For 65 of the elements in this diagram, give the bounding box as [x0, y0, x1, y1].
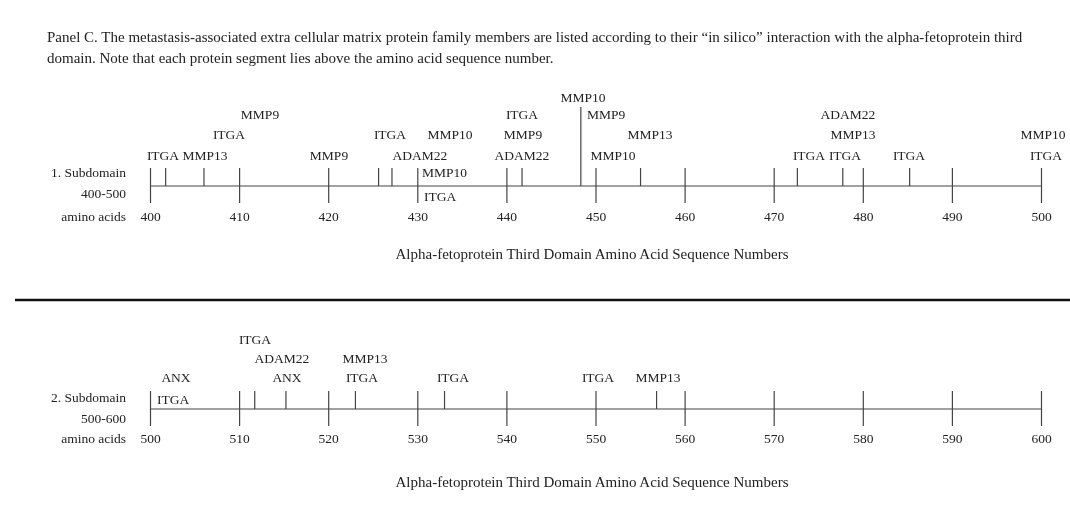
tick-number: 520 — [318, 430, 339, 446]
tick-number: 440 — [496, 208, 517, 224]
tick-number: 540 — [496, 430, 517, 446]
protein-label: ITGA — [146, 147, 180, 163]
protein-label: MMP9 — [309, 147, 349, 163]
protein-label: MMP13 — [830, 126, 876, 142]
row-label: amino acids — [61, 430, 126, 446]
row-label: 500-600 — [81, 410, 126, 426]
protein-label: ITGA — [424, 188, 457, 204]
tick-number: 510 — [229, 430, 250, 446]
protein-label: ADAM22 — [494, 147, 550, 163]
tick-number: 500 — [1031, 208, 1052, 224]
protein-label: ITGA — [345, 369, 379, 385]
protein-label: ADAM22 — [392, 147, 448, 163]
tick-number: 570 — [764, 430, 785, 446]
protein-label: MMP10 — [1020, 126, 1066, 142]
protein-label: MMP9 — [503, 126, 543, 142]
axis-title: Alpha-fetoprotein Third Domain Amino Acid Sequence Numbers — [395, 246, 789, 262]
protein-label: ITGA — [157, 391, 190, 407]
tick-number: 590 — [942, 430, 963, 446]
tick-number: 410 — [229, 208, 250, 224]
protein-label: MMP10 — [422, 164, 467, 180]
protein-label: ITGA — [212, 126, 246, 142]
tick-number: 550 — [585, 430, 607, 446]
protein-label: ANX — [161, 369, 191, 385]
protein-label: ITGA — [505, 106, 539, 122]
protein-label: ADAM22 — [254, 350, 310, 366]
protein-label: ITGA — [828, 147, 862, 163]
protein-label: MMP13 — [342, 350, 388, 366]
protein-label: MMP10 — [560, 89, 606, 105]
tick-number: 460 — [674, 208, 696, 224]
row-label: amino acids — [61, 208, 126, 224]
protein-label: ITGA — [238, 331, 272, 347]
protein-label: MMP10 — [427, 126, 473, 142]
panel-caption: Panel C. The metastasis-associated extra cellular matrix protein family members are listed according to their “in silico” interaction with the alpha-fetoprotein third domain. Note that each protein segment lies above the amino acid sequence number. — [47, 28, 1024, 68]
protein-label: ITGA — [892, 147, 926, 163]
tick-number: 430 — [407, 208, 428, 224]
protein-label: MMP10 — [590, 147, 636, 163]
tick-number: 580 — [853, 430, 874, 446]
tick-number: 480 — [853, 208, 874, 224]
protein-label: ITGA — [373, 126, 407, 142]
protein-label: ITGA — [1029, 147, 1063, 163]
axis-title: Alpha-fetoprotein Third Domain Amino Acid Sequence Numbers — [395, 474, 789, 490]
protein-label: MMP13 — [635, 369, 681, 385]
tick-number: 600 — [1031, 430, 1052, 446]
protein-label: ADAM22 — [820, 106, 876, 122]
protein-label: MMP13 — [182, 147, 228, 163]
row-label: 1. Subdomain — [51, 164, 126, 180]
protein-label: MMP13 — [627, 126, 673, 142]
tick-number: 450 — [585, 208, 607, 224]
tick-number: 420 — [318, 208, 339, 224]
protein-label: ITGA — [581, 369, 615, 385]
row-label: 2. Subdomain — [51, 389, 126, 405]
tick-number: 490 — [942, 208, 963, 224]
tick-number: 530 — [407, 430, 428, 446]
protein-label: MMP9 — [587, 106, 626, 122]
protein-label: ITGA — [792, 147, 826, 163]
tick-number: 470 — [764, 208, 785, 224]
protein-label: MMP9 — [240, 106, 280, 122]
protein-label: ITGA — [436, 369, 470, 385]
tick-number: 560 — [674, 430, 696, 446]
tick-number: 500 — [140, 430, 161, 446]
protein-label: ANX — [272, 369, 302, 385]
row-label: 400-500 — [81, 185, 126, 201]
tick-number: 400 — [140, 208, 161, 224]
